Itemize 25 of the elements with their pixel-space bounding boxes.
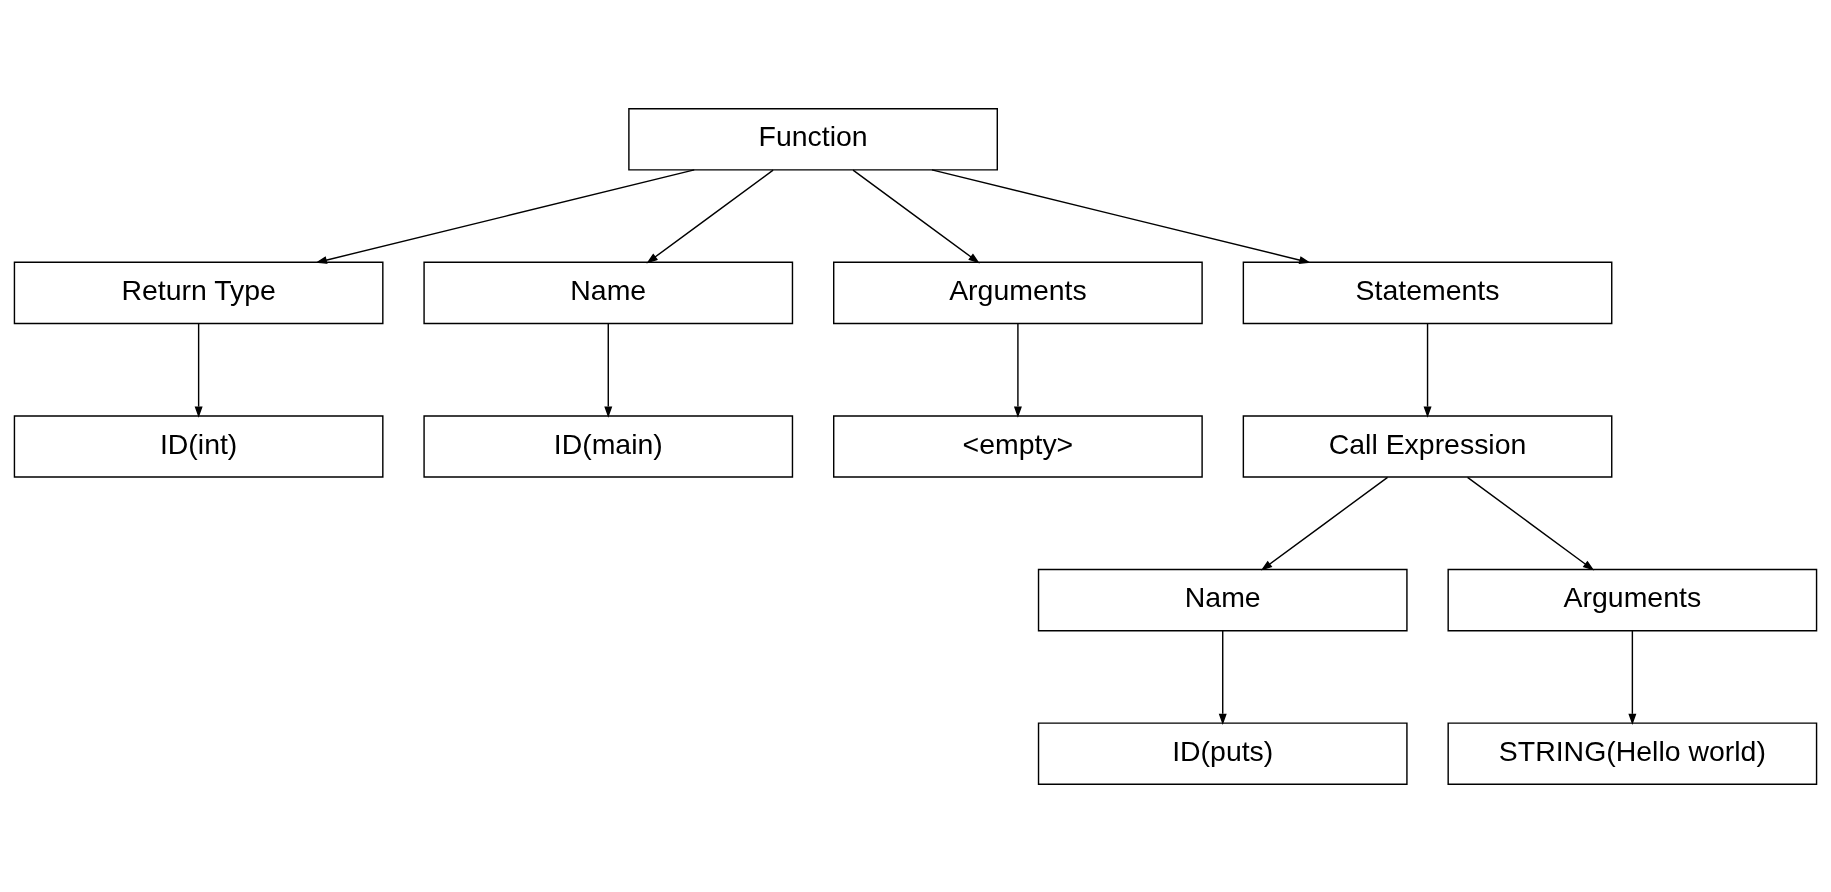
node-box: <empty>: [833, 414, 1203, 478]
node-box: STRING(Hello world): [1447, 721, 1818, 785]
node-box: Name: [1037, 568, 1408, 631]
arrow: [315, 168, 695, 264]
node-box: Arguments: [1447, 568, 1818, 631]
node-box: Function: [628, 107, 998, 171]
arrow: [1423, 322, 1432, 418]
arrow: [1260, 476, 1389, 571]
arrow: [646, 168, 774, 263]
node-box: ID(puts): [1037, 721, 1408, 785]
arrow: [1466, 476, 1595, 571]
node-box: Return Type: [13, 261, 384, 324]
arrow: [1218, 629, 1227, 725]
node-box: Call Expression: [1242, 414, 1613, 478]
arrow: [194, 322, 203, 418]
arrow: [604, 322, 613, 418]
node-box: ID(int): [13, 414, 384, 478]
arrow: [931, 168, 1311, 264]
arrow: [1013, 322, 1022, 418]
node-box: Statements: [1242, 261, 1613, 324]
arrow: [852, 168, 980, 263]
arrow: [1628, 629, 1637, 725]
node-box: Name: [423, 261, 794, 324]
node-box: ID(main): [423, 414, 794, 478]
node-box: Arguments: [833, 261, 1203, 324]
